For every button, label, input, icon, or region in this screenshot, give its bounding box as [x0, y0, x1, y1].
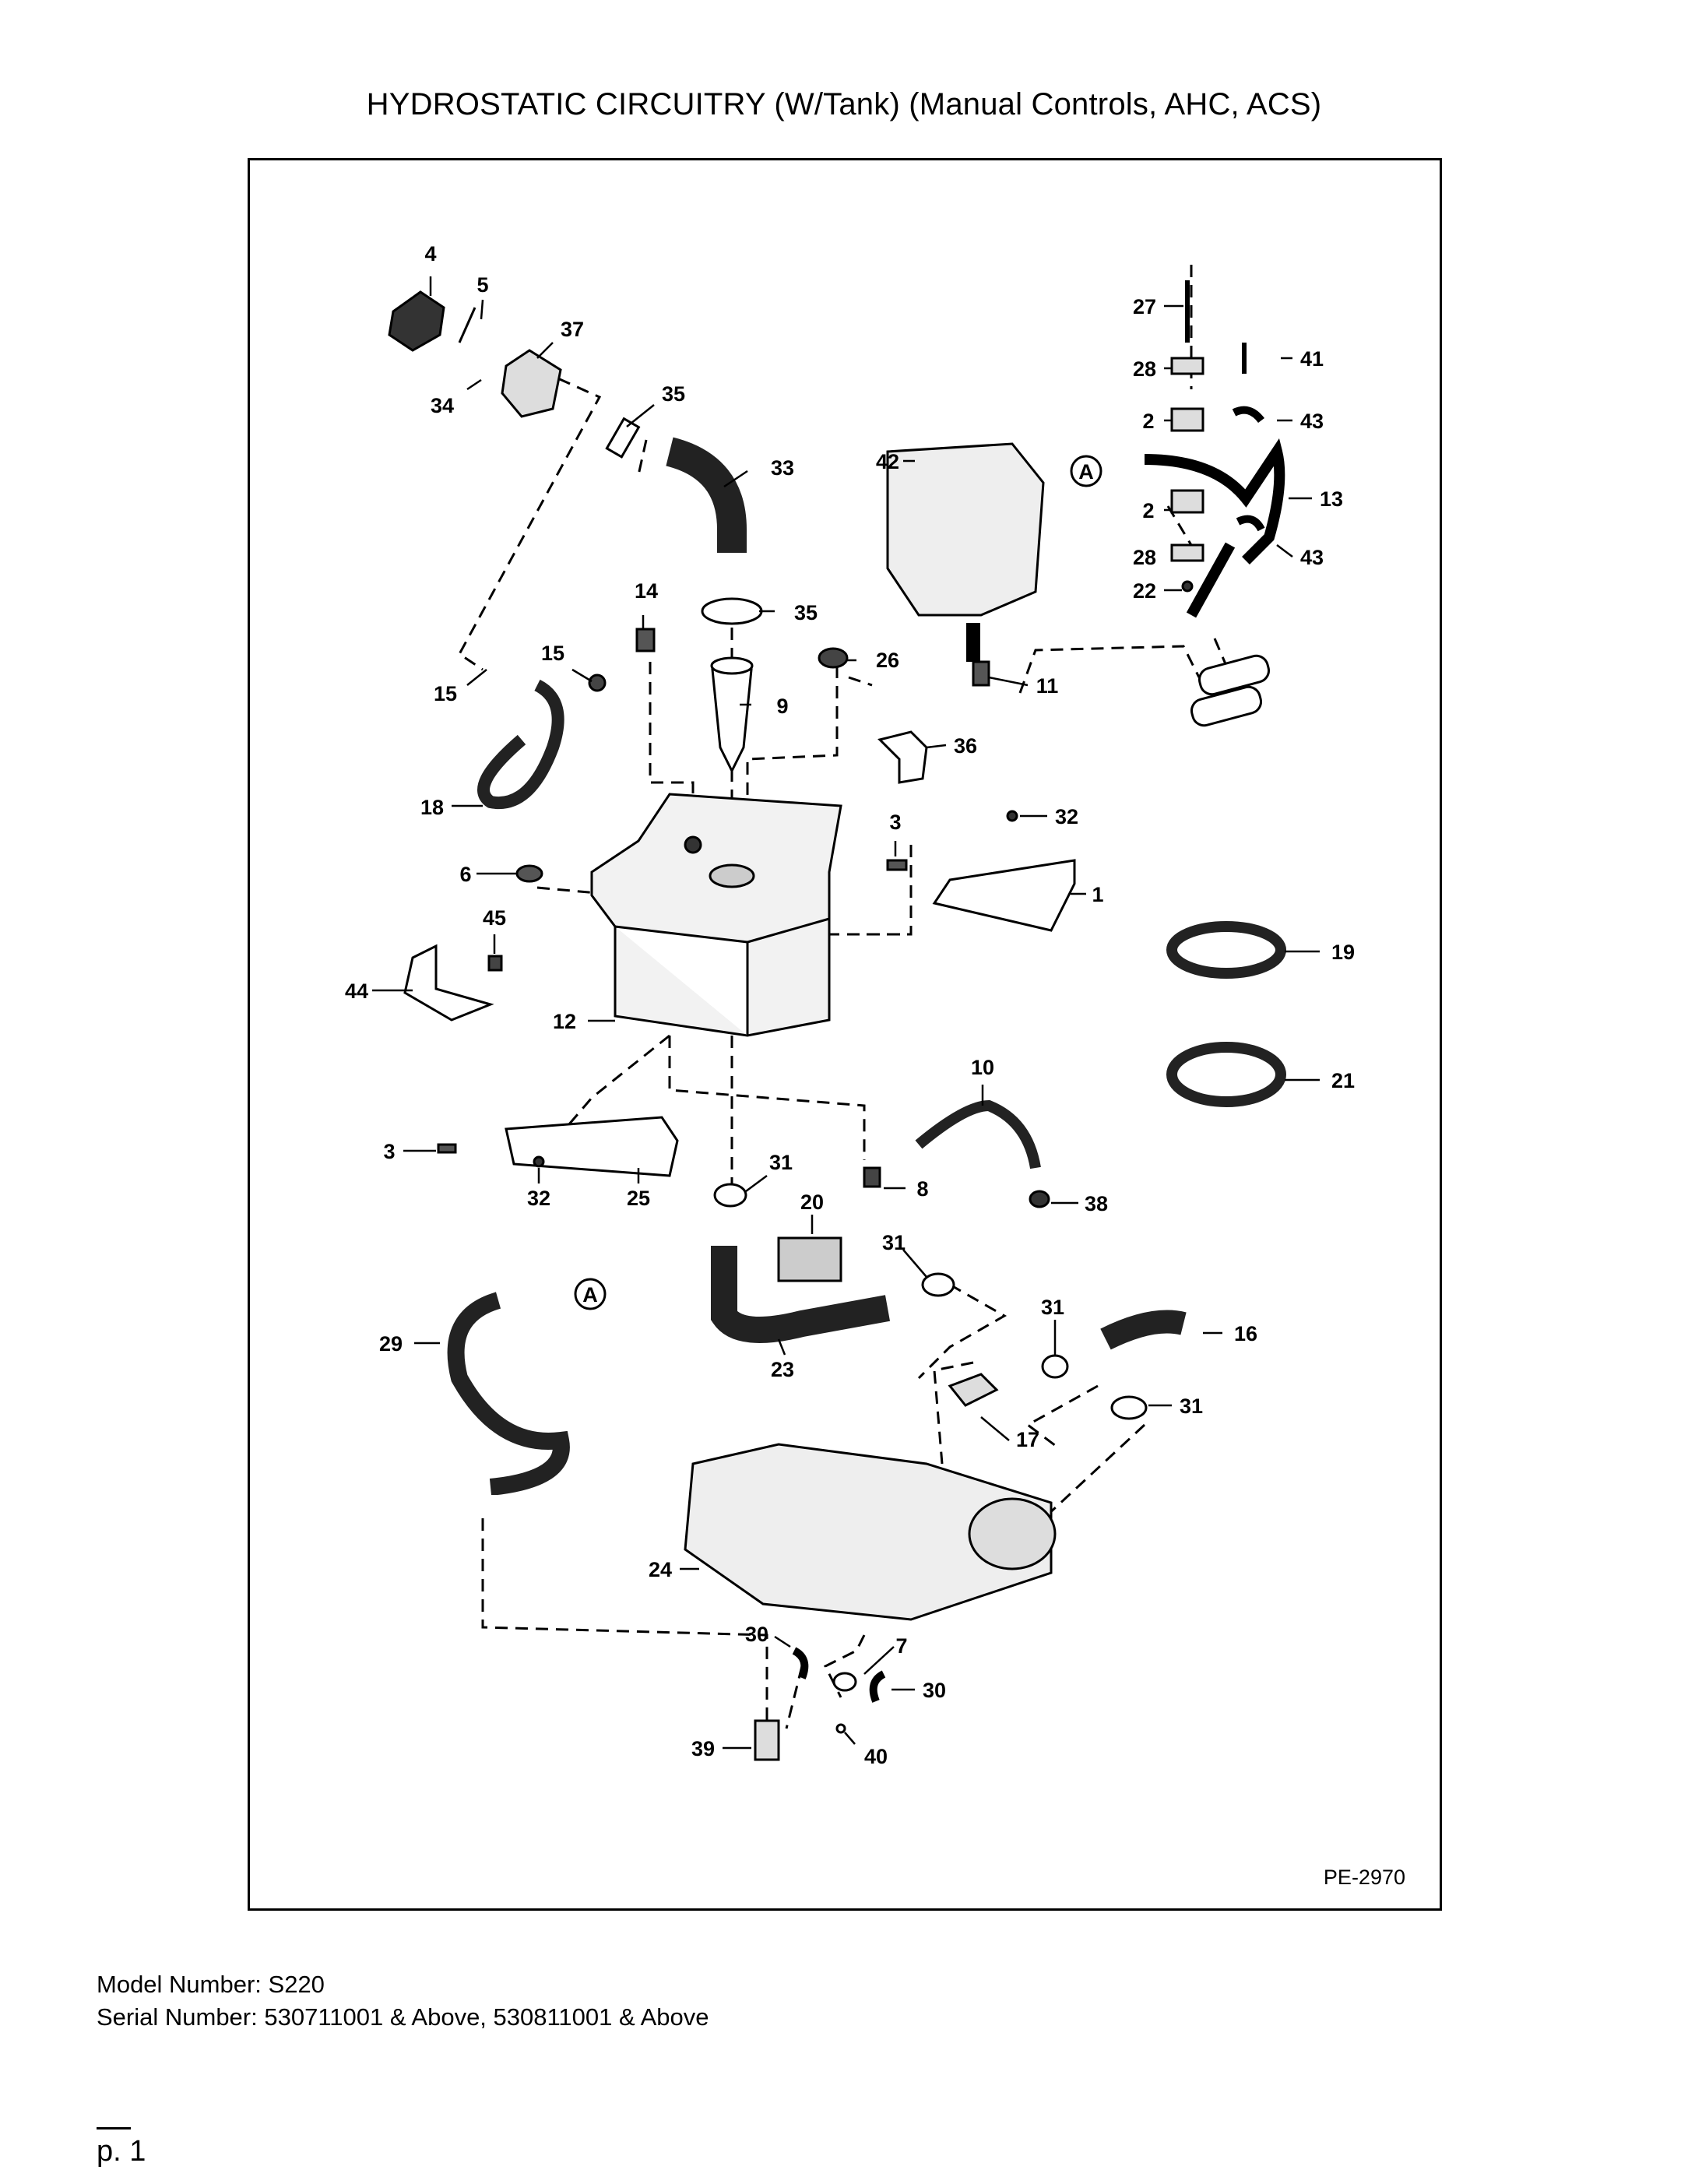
callout-1: 1: [1092, 883, 1103, 906]
callout-13: 13: [1320, 487, 1343, 511]
callout-12: 12: [553, 1010, 576, 1033]
callout-9: 9: [776, 695, 788, 718]
callout-4: 4: [424, 242, 436, 266]
callout-45: 45: [483, 906, 506, 930]
callout-8: 8: [916, 1177, 928, 1201]
callout-6: 6: [459, 863, 471, 886]
callout-15b: 15: [434, 682, 457, 705]
callout-26: 26: [876, 649, 899, 672]
serial-number: Serial Number: 530711001 & Above, 530811…: [97, 2003, 709, 2031]
callout-40: 40: [864, 1745, 888, 1768]
callout-28: 28: [1133, 357, 1156, 381]
callout-38: 38: [1085, 1192, 1108, 1215]
callout-34: 34: [431, 394, 454, 417]
callout-21: 21: [1331, 1069, 1355, 1092]
callout-31: 31: [769, 1151, 793, 1174]
callout-32: 32: [1055, 805, 1078, 828]
parts: [388, 280, 1286, 1761]
callout-27: 27: [1133, 295, 1156, 318]
callouts: 4 5 37 34 35 33 14 15 15 18 9 26 35 42 2…: [345, 242, 1355, 1768]
callout-2: 2: [1142, 410, 1154, 433]
callout-41: 41: [1300, 347, 1324, 371]
callout-31b: 31: [882, 1231, 906, 1254]
drawing-reference: PE-2970: [1323, 1866, 1405, 1889]
model-number: Model Number: S220: [97, 1971, 325, 1998]
callout-19: 19: [1331, 941, 1355, 964]
callout-43b: 43: [1300, 546, 1324, 569]
page-number: p. 1: [97, 2135, 146, 2168]
callout-42: 42: [876, 450, 899, 473]
connector-a-lower: A: [574, 1278, 607, 1310]
callout-33: 33: [771, 456, 794, 480]
callout-22: 22: [1133, 579, 1156, 603]
callout-25: 25: [627, 1187, 650, 1210]
callout-35: 35: [662, 382, 685, 406]
callout-37: 37: [561, 318, 584, 341]
callout-35b: 35: [794, 601, 818, 624]
callout-2b: 2: [1142, 499, 1154, 522]
callout-17: 17: [1016, 1428, 1039, 1451]
svg-text:A: A: [1078, 460, 1094, 484]
svg-text:A: A: [582, 1283, 598, 1307]
connector-a-upper: A: [1070, 455, 1102, 487]
callout-28b: 28: [1133, 546, 1156, 569]
diagram-frame: PE-2970: [248, 158, 1442, 1911]
callout-10: 10: [971, 1056, 994, 1079]
callout-31c: 31: [1041, 1296, 1064, 1319]
callout-20: 20: [800, 1190, 824, 1214]
callout-3b: 3: [383, 1140, 395, 1163]
callout-32b: 32: [527, 1187, 550, 1210]
callout-30: 30: [745, 1623, 768, 1646]
page-title: HYDROSTATIC CIRCUITRY (W/Tank) (Manual C…: [366, 87, 1322, 121]
callout-18: 18: [420, 796, 444, 819]
leader-lines: [372, 276, 1320, 1750]
callout-24: 24: [649, 1558, 672, 1581]
callout-31d: 31: [1180, 1394, 1203, 1418]
callout-44: 44: [345, 979, 368, 1003]
page-divider: [97, 2127, 131, 2129]
callout-15: 15: [541, 642, 564, 665]
callout-39: 39: [691, 1737, 715, 1760]
callout-11: 11: [1036, 674, 1059, 698]
model-info: Model Number: S220 Serial Number: 530711…: [97, 1968, 709, 2034]
callout-43: 43: [1300, 410, 1324, 433]
callout-29: 29: [379, 1332, 403, 1356]
callout-36: 36: [954, 734, 977, 758]
callout-14: 14: [635, 579, 658, 603]
callout-23: 23: [771, 1358, 794, 1381]
callout-5: 5: [477, 273, 488, 297]
callout-16: 16: [1234, 1322, 1257, 1345]
callout-7: 7: [895, 1634, 907, 1658]
callout-30b: 30: [923, 1679, 946, 1702]
callout-3: 3: [889, 811, 901, 834]
